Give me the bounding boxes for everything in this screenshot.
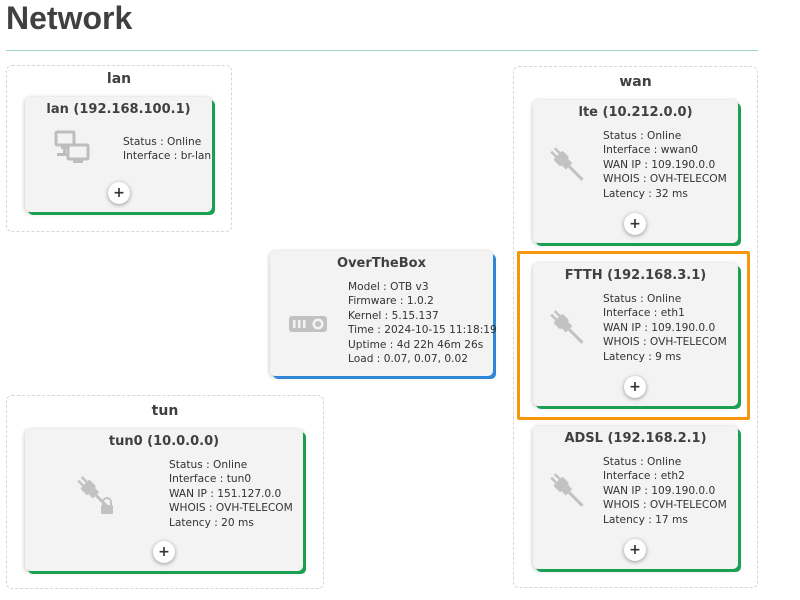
info-whois: WHOIS : OVH-TELECOM	[603, 499, 727, 512]
info-status: Status : Online	[603, 293, 682, 305]
info-interface: Interface : eth2	[603, 470, 685, 483]
card-title: ADSL (192.168.2.1)	[564, 431, 707, 446]
add-button[interactable]: +	[624, 539, 646, 561]
zone-title: lan	[106, 71, 132, 87]
interface-card-tun0[interactable]: tun0 (10.0.0.0) Status : Online Interfac…	[25, 429, 303, 571]
info-interface: Interface : br-lan	[123, 150, 212, 163]
info-status: Status : Online	[603, 130, 682, 142]
zone-title: tun	[151, 403, 179, 419]
info-status: Status : Online	[603, 456, 682, 468]
add-button[interactable]: +	[624, 213, 646, 235]
projector-device-icon	[288, 313, 328, 339]
card-info: Status : Online Interface : br-lan	[123, 135, 211, 164]
card-title: OverTheBox	[337, 256, 426, 271]
network-computers-icon	[53, 129, 95, 171]
info-interface: Interface : eth1	[603, 307, 685, 320]
info-firmware: Firmware : 1.0.2	[348, 295, 434, 308]
page-title: Network	[6, 0, 133, 36]
info-load: Load : 0.07, 0.07, 0.02	[348, 352, 468, 365]
info-model: Model : OTB v3	[348, 281, 429, 293]
title-divider	[6, 50, 758, 51]
card-title: lan (192.168.100.1)	[46, 102, 191, 117]
info-wan-ip: WAN IP : 151.127.0.0	[169, 487, 282, 500]
device-card-overthebox[interactable]: OverTheBox Model : OTB v3 Firmware : 1.0…	[270, 251, 497, 376]
card-info: Status : Online Interface : wwan0 WAN IP…	[603, 129, 727, 201]
interface-card-ftth[interactable]: FTTH (192.168.3.1) Status : Online Inter…	[533, 263, 738, 406]
info-kernel: Kernel : 5.15.137	[348, 309, 439, 322]
info-latency: Latency : 9 ms	[603, 350, 682, 363]
info-interface: Interface : tun0	[169, 473, 252, 486]
info-latency: Latency : 17 ms	[603, 513, 688, 526]
info-status: Status : Online	[123, 136, 202, 148]
plug-icon	[547, 144, 589, 192]
interface-card-adsl[interactable]: ADSL (192.168.2.1) Status : Online Inter…	[533, 426, 738, 569]
card-info: Status : Online Interface : eth2 WAN IP …	[603, 455, 727, 527]
interface-card-lte[interactable]: lte (10.212.0.0) Status : Online Interfa…	[533, 100, 738, 243]
card-title: tun0 (10.0.0.0)	[108, 434, 220, 449]
card-info: Status : Online Interface : tun0 WAN IP …	[169, 458, 293, 530]
info-time: Time : 2024-10-15 11:18:19	[348, 324, 497, 337]
info-latency: Latency : 32 ms	[603, 187, 688, 200]
add-button[interactable]: +	[153, 541, 175, 563]
info-wan-ip: WAN IP : 109.190.0.0	[603, 158, 716, 171]
plug-icon	[547, 470, 589, 518]
info-uptime: Uptime : 4d 22h 46m 26s	[348, 338, 484, 351]
info-whois: WHOIS : OVH-TELECOM	[169, 502, 293, 515]
info-wan-ip: WAN IP : 109.190.0.0	[603, 484, 716, 497]
plug-lock-icon	[75, 473, 119, 521]
info-whois: WHOIS : OVH-TELECOM	[603, 173, 727, 186]
interface-card-lan[interactable]: lan (192.168.100.1) Status : Online Inte…	[25, 97, 212, 212]
info-wan-ip: WAN IP : 109.190.0.0	[603, 321, 716, 334]
info-latency: Latency : 20 ms	[169, 516, 254, 529]
plug-icon	[547, 307, 589, 355]
zone-title: wan	[619, 74, 652, 90]
info-whois: WHOIS : OVH-TELECOM	[603, 336, 727, 349]
card-info: Status : Online Interface : eth1 WAN IP …	[603, 292, 727, 364]
card-info: Model : OTB v3 Firmware : 1.0.2 Kernel :…	[348, 280, 497, 366]
card-title: FTTH (192.168.3.1)	[564, 268, 707, 283]
card-title: lte (10.212.0.0)	[578, 105, 693, 120]
add-button[interactable]: +	[624, 376, 646, 398]
info-interface: Interface : wwan0	[603, 144, 699, 157]
info-status: Status : Online	[169, 459, 248, 471]
add-button[interactable]: +	[108, 182, 130, 204]
